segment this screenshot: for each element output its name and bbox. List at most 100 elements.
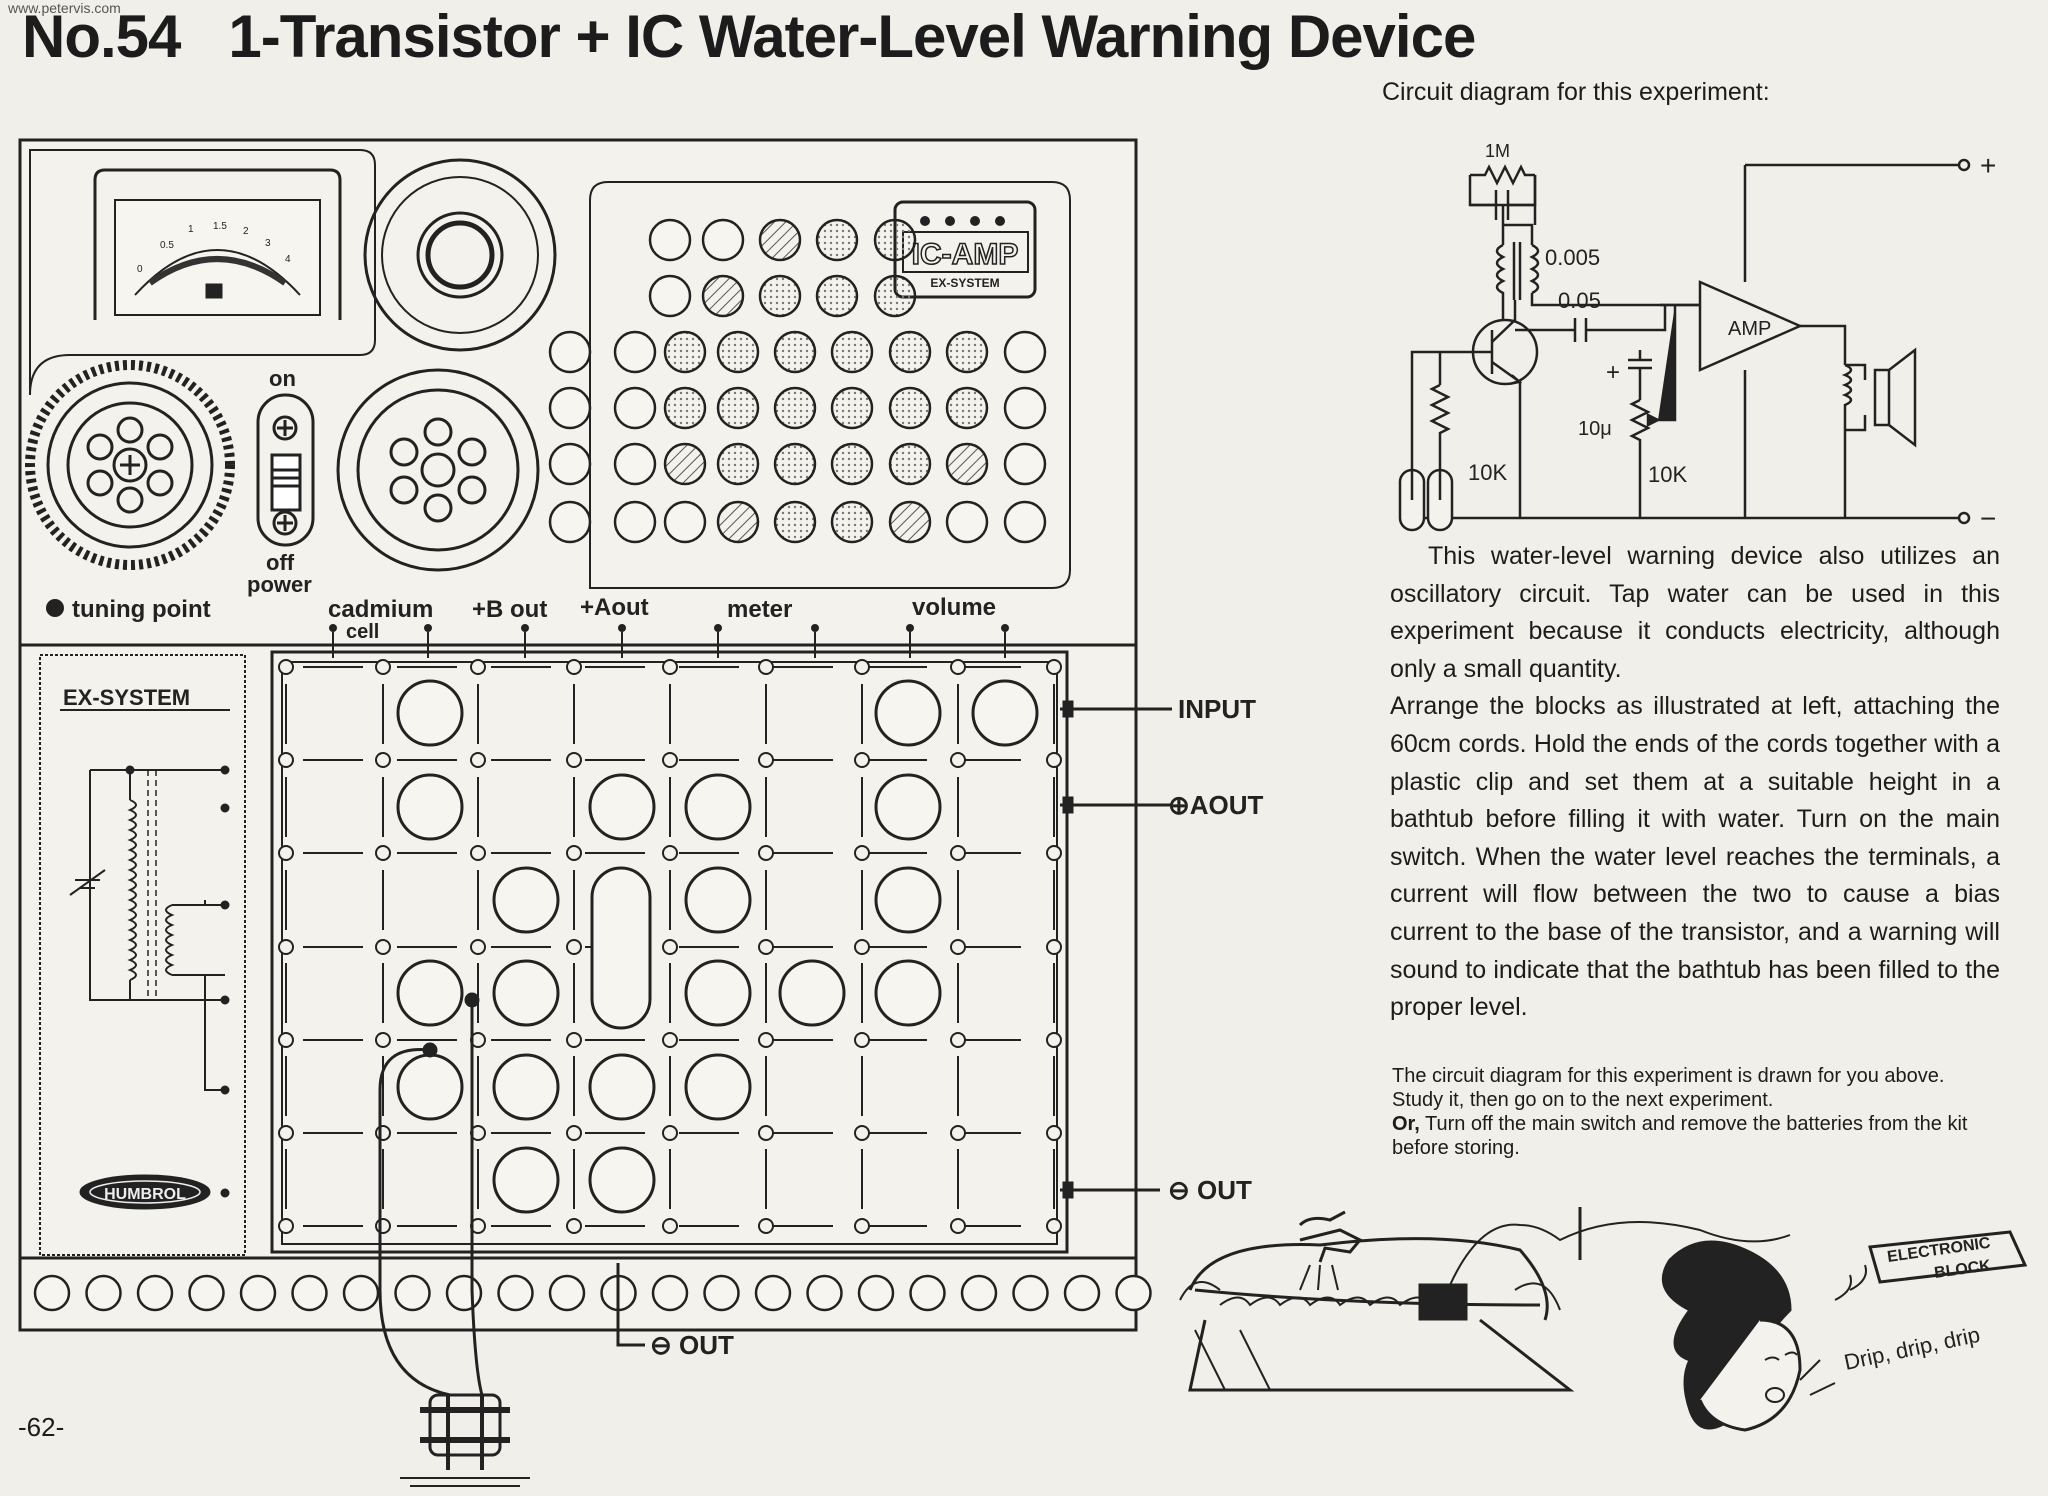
connector-stud	[714, 624, 722, 632]
note-line-2: Or, Turn off the main switch and remove …	[1392, 1112, 2000, 1160]
bathtub-cartoon	[1179, 1207, 2028, 1432]
terminal-hole	[663, 500, 707, 544]
terminal-hole	[648, 218, 692, 262]
terminal-hole	[815, 218, 859, 262]
tuning-knob[interactable]	[25, 360, 235, 570]
bottom-hole	[1063, 1274, 1101, 1312]
circuit-schematic	[1398, 158, 1971, 532]
label-bout: +B out	[472, 596, 547, 623]
label-volume: volume	[912, 594, 996, 621]
terminal-hole	[548, 386, 592, 430]
grid-node	[566, 1218, 582, 1234]
bottom-hole	[703, 1274, 740, 1312]
terminal-hole	[548, 442, 592, 486]
terminal-hole	[773, 442, 817, 486]
grid-node	[278, 845, 294, 861]
volume-knob[interactable]	[336, 368, 540, 572]
grid-node	[375, 1125, 391, 1141]
terminal-hole	[945, 500, 989, 544]
terminal-hole	[815, 274, 859, 318]
block-board	[270, 650, 1069, 1254]
grid-node	[662, 752, 678, 768]
grid-node	[470, 939, 486, 955]
bottom-hole	[651, 1274, 689, 1312]
note-line-1: The circuit diagram for this experiment …	[1392, 1065, 1945, 1111]
component-block	[492, 866, 560, 934]
description-text: This water-level warning device also uti…	[1390, 538, 2000, 1027]
grid-node	[1046, 1125, 1062, 1141]
input-terminal-label: INPUT	[1178, 694, 1256, 724]
bottom-hole	[857, 1274, 895, 1312]
grid-node	[278, 1125, 294, 1141]
label-meter: meter	[727, 596, 792, 623]
grid-node	[278, 939, 294, 955]
grid-node	[278, 752, 294, 768]
site-watermark: www.petervis.com	[8, 0, 121, 16]
terminal-hole	[888, 500, 932, 544]
connector-stud	[618, 624, 626, 632]
bottom-hole	[85, 1274, 122, 1312]
grid-node	[566, 659, 582, 675]
drip-sound: Drip, drip, drip	[1842, 1322, 1982, 1375]
grid-node	[470, 752, 486, 768]
label-amp: AMP	[1728, 318, 1771, 340]
label-1m: 1M	[1485, 141, 1510, 161]
grid-node	[375, 752, 391, 768]
terminal-minus: −	[1980, 503, 1996, 534]
grid-node	[566, 1125, 582, 1141]
component-block	[396, 679, 464, 747]
bottom-hole	[909, 1274, 946, 1312]
ic-amp-badge: IC-AMP EX-SYSTEM	[893, 200, 1037, 299]
terminal-hole	[701, 274, 745, 318]
probe-wires	[378, 992, 530, 1487]
terminal-hole	[888, 330, 932, 374]
grid-node	[566, 939, 582, 955]
power-switch[interactable]	[256, 393, 315, 547]
grid-node	[854, 752, 870, 768]
meter-tick-1: 0.5	[160, 240, 174, 251]
grid-node	[662, 939, 678, 955]
meter-tick-4: 2	[243, 226, 249, 237]
component-block	[874, 959, 942, 1027]
label-cadmium: cadmium	[328, 596, 433, 623]
grid-node	[1046, 845, 1062, 861]
grid-node	[278, 1032, 294, 1048]
terminal-hole	[613, 500, 657, 544]
sign-block: BLOCK	[1933, 1257, 1992, 1282]
bottom-hole	[960, 1274, 998, 1312]
grid-node	[950, 939, 966, 955]
component-block	[492, 959, 560, 1027]
terminal-hole	[716, 500, 760, 544]
terminal-hole	[663, 330, 707, 374]
terminal-hole	[773, 386, 817, 430]
grid-node	[278, 1218, 294, 1234]
terminal-plus: +	[1980, 150, 1996, 181]
grid-node	[566, 1032, 582, 1048]
grid-node	[758, 752, 774, 768]
grid-node	[662, 659, 678, 675]
grid-node	[854, 1032, 870, 1048]
humbrol-logo: HUMBROL	[104, 1186, 186, 1203]
grid-node	[375, 1218, 391, 1234]
terminal-hole	[873, 218, 917, 262]
component-block	[492, 1146, 560, 1214]
grid-node	[375, 939, 391, 955]
grid-node	[278, 659, 294, 675]
terminal-hole	[716, 442, 760, 486]
meter-tick-6: 4	[285, 254, 291, 265]
grid-node	[662, 1218, 678, 1234]
grid-node	[470, 845, 486, 861]
grid-node	[758, 1125, 774, 1141]
terminal-hole	[830, 386, 874, 430]
label-10u: 10μ	[1578, 418, 1612, 440]
connector-stud	[1001, 624, 1009, 632]
bottom-hole	[394, 1274, 431, 1312]
terminal-hole	[716, 386, 760, 430]
note-or: Or,	[1392, 1113, 1420, 1135]
grid-node	[854, 659, 870, 675]
bottom-hole	[1115, 1274, 1152, 1312]
grid-node	[375, 1032, 391, 1048]
label-cell: cell	[346, 621, 379, 643]
meter-tick-3: 1.5	[213, 221, 227, 232]
component-block	[684, 773, 752, 841]
